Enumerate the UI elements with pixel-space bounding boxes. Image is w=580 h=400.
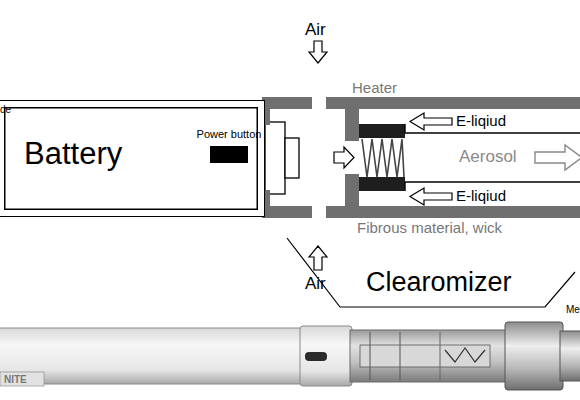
cut-text: Me	[566, 304, 580, 315]
pen-logo-plate	[0, 372, 44, 386]
tube-wall	[405, 181, 580, 182]
pen-cap	[505, 322, 563, 390]
part-label: Heater	[352, 80, 397, 97]
pen-tank-rib	[400, 332, 401, 380]
wick	[359, 124, 405, 138]
pen-tank	[350, 330, 508, 382]
part-label: Clearomizer	[366, 268, 512, 298]
part-label: Power button	[196, 128, 262, 140]
pen-body	[0, 328, 320, 384]
flow-label: Air	[305, 275, 326, 294]
pen-collar	[300, 326, 352, 386]
cut-text: de	[0, 104, 11, 115]
pen-tank-rib	[440, 332, 441, 380]
flow-label: E-liqiud	[456, 188, 506, 205]
power-button: Power button	[196, 128, 262, 172]
airflow-arrow	[334, 147, 354, 168]
battery-body: Battery Power button	[0, 100, 265, 217]
bracket	[287, 238, 575, 307]
flow-label: E-liqiud	[456, 113, 506, 130]
housing	[262, 97, 580, 218]
part-label: Battery	[24, 137, 122, 171]
wick	[359, 177, 405, 191]
air-arrow	[309, 41, 327, 63]
tube-wall	[404, 182, 405, 191]
liquid-arrow	[410, 113, 452, 130]
flow-label: Air	[305, 21, 326, 40]
button-symbol	[210, 146, 248, 163]
brand-text: NITE	[4, 374, 27, 385]
pen-tip	[560, 331, 580, 381]
heater-coil	[362, 139, 404, 177]
pen-coil	[445, 348, 485, 362]
heater-holder	[345, 109, 359, 141]
housing-wall	[326, 206, 580, 218]
battery-pin	[285, 138, 299, 178]
pen-inner-tube	[360, 345, 490, 367]
device-photo	[0, 322, 580, 390]
aerosol-arrow	[535, 145, 580, 170]
heater-holder	[345, 174, 359, 206]
tube-wall	[405, 132, 580, 133]
housing-wall	[326, 97, 580, 109]
tube-wall	[404, 124, 405, 133]
liquid-arrow	[410, 188, 452, 205]
part-label: Fibrous material, wick	[357, 220, 502, 237]
flow-label: Aerosol	[459, 148, 517, 167]
pen-tank-rib	[370, 332, 371, 380]
air-arrow	[309, 246, 327, 270]
battery-connector	[265, 122, 285, 194]
pen-button	[305, 352, 327, 361]
